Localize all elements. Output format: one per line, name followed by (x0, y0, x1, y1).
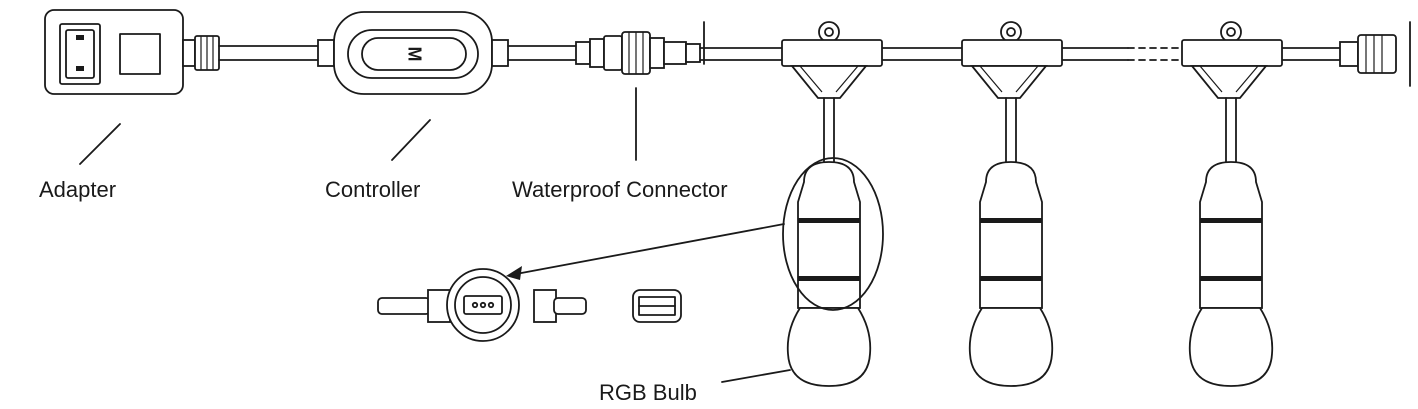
callout-lines (79, 87, 791, 383)
controller-leader-line (391, 119, 431, 161)
waterproof-connector-label: Waterproof Connector (512, 177, 728, 202)
bulb-hanger-3 (1181, 21, 1283, 163)
socket-plug-detail (632, 289, 682, 323)
socket-connector-detail (377, 268, 587, 342)
bulb-leader-line (721, 369, 791, 383)
adapter-label: Adapter (39, 177, 117, 202)
bulb-socket-3 (1199, 161, 1263, 309)
rgb-bulb-label: RGB Bulb (599, 380, 697, 405)
controller-mark: M (404, 47, 424, 62)
bulb-hanger-2 (961, 21, 1063, 163)
cable-adapter-controller (218, 45, 319, 61)
end-connector (1339, 21, 1411, 87)
rgb-bulb-3 (1188, 307, 1274, 387)
rgb-bulb-2 (968, 307, 1054, 387)
detail-arrow-line (515, 223, 785, 275)
bulb-socket-1 (797, 161, 861, 309)
socket-highlight-ellipse (782, 157, 884, 311)
adapter-unit (44, 9, 220, 95)
controller-unit (317, 11, 509, 95)
rgb-bulb-1 (786, 307, 872, 387)
detail-arrowhead (506, 266, 522, 280)
bulb-socket-2 (979, 161, 1043, 309)
controller-label: Controller (325, 177, 421, 202)
bulb-hanger-1 (781, 21, 883, 163)
waterproof-connector (575, 31, 701, 75)
cable-controller-connector (507, 45, 577, 61)
adapter-leader-line (79, 123, 121, 165)
